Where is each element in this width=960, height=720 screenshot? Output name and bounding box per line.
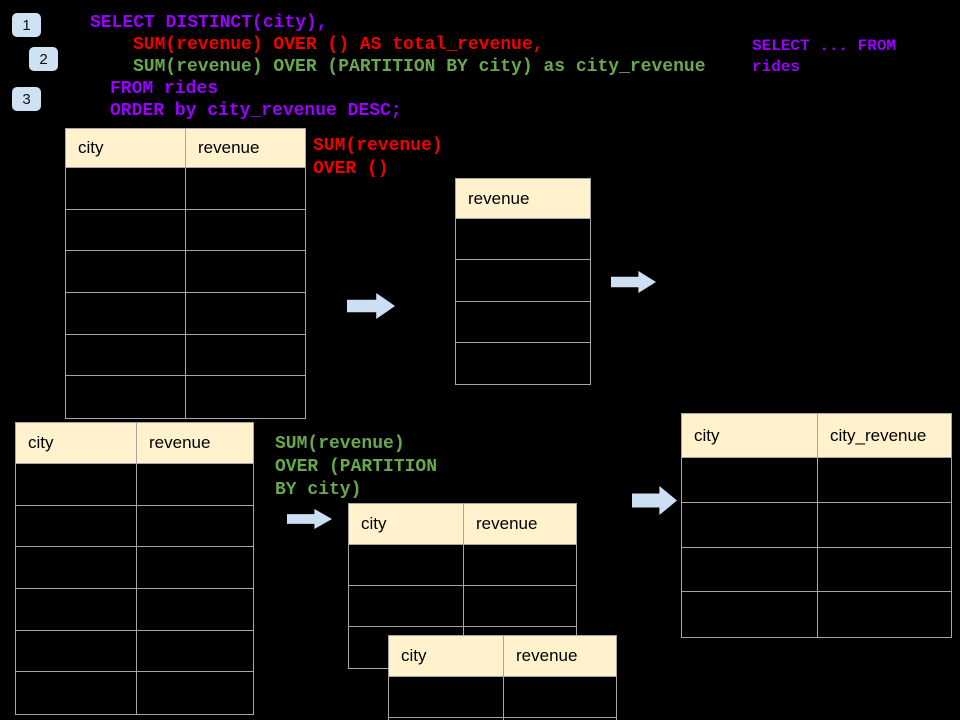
sql-line-city-revenue: SUM(revenue) OVER (PARTITION BY city) as… <box>133 57 706 77</box>
table-row <box>682 502 951 548</box>
sql-line-total-revenue: SUM(revenue) OVER () AS total_revenue, <box>133 35 544 55</box>
column-header-revenue: revenue <box>464 504 576 545</box>
column-header-revenue: revenue <box>456 179 590 219</box>
table-row <box>456 260 590 302</box>
right-arrow-icon <box>287 509 332 529</box>
table-rides-top: city revenue <box>65 128 306 419</box>
table-row <box>456 219 590 261</box>
table-row <box>16 630 253 673</box>
table-partition-step-2: city revenue <box>388 635 617 720</box>
step-badge-2: 2 <box>29 47 58 71</box>
table-row <box>16 464 253 506</box>
table-row <box>349 586 576 627</box>
table-row <box>16 547 253 589</box>
table-row <box>389 677 616 718</box>
column-header-revenue: revenue <box>137 423 253 464</box>
partition-label-line-2: OVER (PARTITION <box>275 457 438 477</box>
total-label-line-2: OVER () <box>313 159 389 179</box>
table-rides-bottom: city revenue <box>15 422 254 715</box>
total-label-line-1: SUM(revenue) <box>313 136 443 156</box>
table-header-row: city revenue <box>349 504 576 545</box>
step-badge-1: 1 <box>12 13 41 37</box>
sql-line-from: FROM rides <box>110 79 219 99</box>
partition-label-line-3: BY city) <box>275 480 362 500</box>
table-row <box>66 376 305 418</box>
table-row <box>66 209 305 252</box>
table-header-row: city revenue <box>389 636 616 677</box>
table-header-row: city city_revenue <box>682 414 951 458</box>
table-row <box>66 168 305 210</box>
table-partition-step-1: city revenue <box>348 503 577 669</box>
right-arrow-icon <box>611 271 656 293</box>
column-header-city-revenue: city_revenue <box>818 414 951 458</box>
column-header-city: city <box>682 414 818 458</box>
right-arrow-icon <box>632 486 677 515</box>
table-row <box>456 302 590 343</box>
table-row <box>66 251 305 293</box>
table-header-row: city revenue <box>16 423 253 464</box>
table-row <box>66 292 305 335</box>
right-arrow-icon <box>347 293 395 319</box>
from-note-line-1: SELECT ... FROM <box>752 37 897 55</box>
step-badge-3: 3 <box>12 87 41 111</box>
column-header-revenue: revenue <box>186 129 305 168</box>
table-row <box>16 505 253 548</box>
table-row <box>389 718 616 720</box>
column-header-city: city <box>389 636 504 677</box>
table-row <box>349 545 576 586</box>
sql-line-order-by: ORDER by city_revenue DESC; <box>110 101 402 121</box>
table-row <box>16 672 253 714</box>
table-row <box>66 334 305 377</box>
table-header-row: revenue <box>456 179 590 219</box>
table-row <box>682 458 951 503</box>
partition-label-line-1: SUM(revenue) <box>275 434 405 454</box>
from-note-line-2: rides <box>752 58 801 76</box>
column-header-city: city <box>66 129 186 168</box>
sql-line-select: SELECT DISTINCT(city), <box>90 13 328 33</box>
table-total-revenue-result: revenue <box>455 178 591 385</box>
column-header-city: city <box>16 423 137 464</box>
table-row <box>682 592 951 637</box>
table-header-row: city revenue <box>66 129 305 168</box>
table-city-revenue-result: city city_revenue <box>681 413 952 638</box>
table-row <box>682 547 951 593</box>
table-row <box>16 588 253 631</box>
column-header-revenue: revenue <box>504 636 616 677</box>
column-header-city: city <box>349 504 464 545</box>
table-row <box>456 343 590 384</box>
